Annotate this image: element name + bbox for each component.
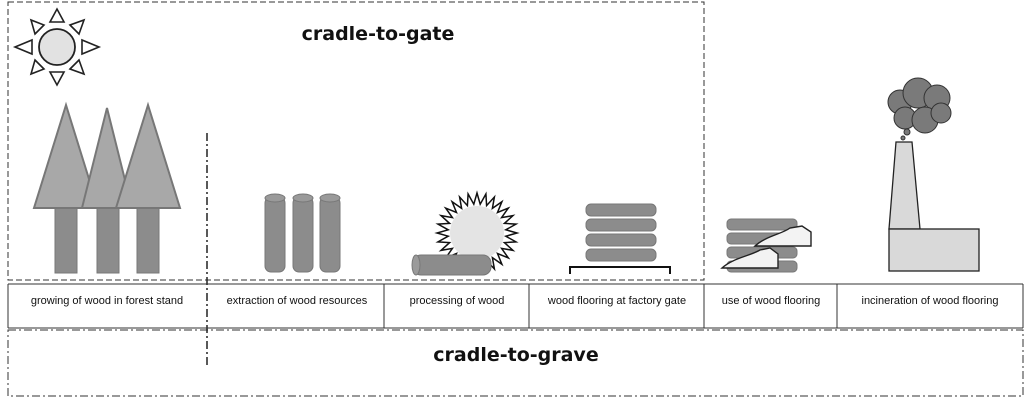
stacked-planks-icon <box>569 203 671 274</box>
circular-saw-icon <box>411 190 520 276</box>
stage-boxes <box>7 283 1024 329</box>
stage-label-processing: processing of wood <box>410 295 505 307</box>
incinerator-icon <box>887 77 980 272</box>
cradle-to-gate-boundary <box>7 1 705 281</box>
cradle-to-grave-boundary <box>7 329 1024 397</box>
cradle-to-grave-title: cradle-to-grave <box>433 344 598 366</box>
shoes-on-floor-icon <box>720 218 812 273</box>
stage-label-use: use of wood flooring <box>722 295 820 307</box>
stage-label-growing: growing of wood in forest stand <box>31 295 183 307</box>
logs-icon <box>264 193 341 273</box>
stage-label-extraction: extraction of wood resources <box>227 295 368 307</box>
cradle-to-gate-title: cradle-to-gate <box>302 23 455 45</box>
stage-label-factory-gate: wood flooring at factory gate <box>547 295 686 307</box>
stage-label-incineration: incineration of wood flooring <box>862 295 999 307</box>
sun-icon <box>12 7 102 87</box>
forest-trees-icon <box>32 101 182 274</box>
